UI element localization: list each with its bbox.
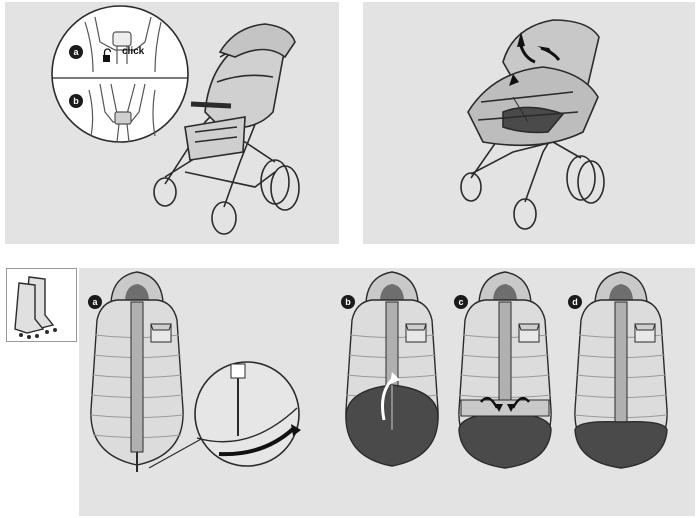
click-label: click bbox=[122, 46, 145, 57]
front-wheel-right bbox=[211, 201, 237, 235]
step-badge-b: b bbox=[341, 295, 355, 309]
step-badge-c: c bbox=[454, 295, 468, 309]
muff-step-c bbox=[458, 271, 552, 469]
boots-icon-box bbox=[6, 268, 77, 342]
step-badge-d: d bbox=[568, 295, 582, 309]
panel-attach-footmuff: a b click bbox=[5, 2, 339, 244]
panel-footmuff-steps: a b c d bbox=[79, 268, 695, 516]
detail-circle bbox=[51, 5, 189, 143]
step-badge-a: a bbox=[69, 45, 83, 59]
step-badge-a: a bbox=[88, 295, 102, 309]
boots-icon bbox=[14, 276, 57, 339]
zipper-detail-circle bbox=[148, 361, 301, 469]
footmuff-steps-illustration bbox=[90, 271, 668, 472]
panel-stroller-footmuff-on bbox=[363, 2, 695, 244]
padlock-icon bbox=[103, 48, 112, 62]
muff-step-b bbox=[345, 271, 439, 467]
front-wheel-left bbox=[153, 177, 177, 207]
stroller-attach-illustration bbox=[51, 5, 300, 235]
rear-wheel-right bbox=[270, 165, 300, 211]
step-badge-b: b bbox=[69, 94, 83, 108]
stroller-footmuff-icon bbox=[460, 19, 605, 230]
muff-step-d bbox=[574, 271, 668, 469]
muff-step-a bbox=[90, 271, 184, 472]
